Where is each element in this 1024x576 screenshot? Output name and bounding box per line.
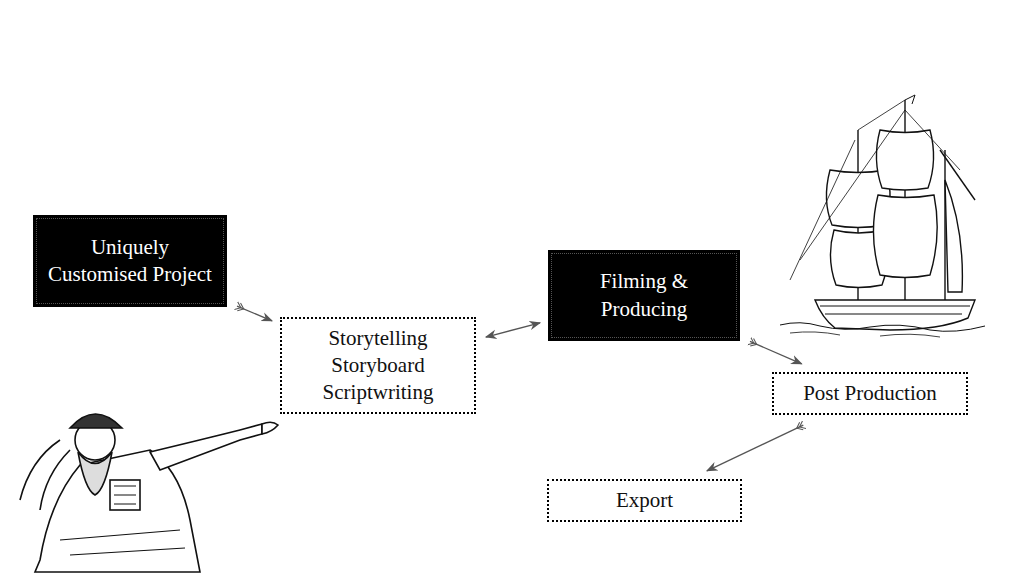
process-box-dark: Filming & Producing bbox=[548, 250, 740, 341]
arrow-connector bbox=[707, 425, 803, 471]
process-box: Storytelling Storyboard Scriptwriting bbox=[280, 317, 476, 415]
process-box: Export bbox=[547, 479, 742, 522]
ship-illustration bbox=[780, 95, 985, 337]
box-label: Storytelling Storyboard Scriptwriting bbox=[292, 325, 464, 407]
box-label: Post Production bbox=[803, 380, 937, 407]
arrow-connector bbox=[486, 323, 540, 337]
box-label: Uniquely Customised Project bbox=[45, 234, 215, 289]
process-box-dark: Uniquely Customised Project bbox=[33, 215, 227, 307]
box-label: Export bbox=[616, 487, 673, 514]
arrow-connector bbox=[237, 306, 272, 321]
pirate-illustration bbox=[20, 414, 278, 572]
arrow-connector bbox=[750, 341, 802, 363]
box-label: Filming & Producing bbox=[560, 268, 728, 323]
process-box: Post Production bbox=[772, 372, 968, 415]
